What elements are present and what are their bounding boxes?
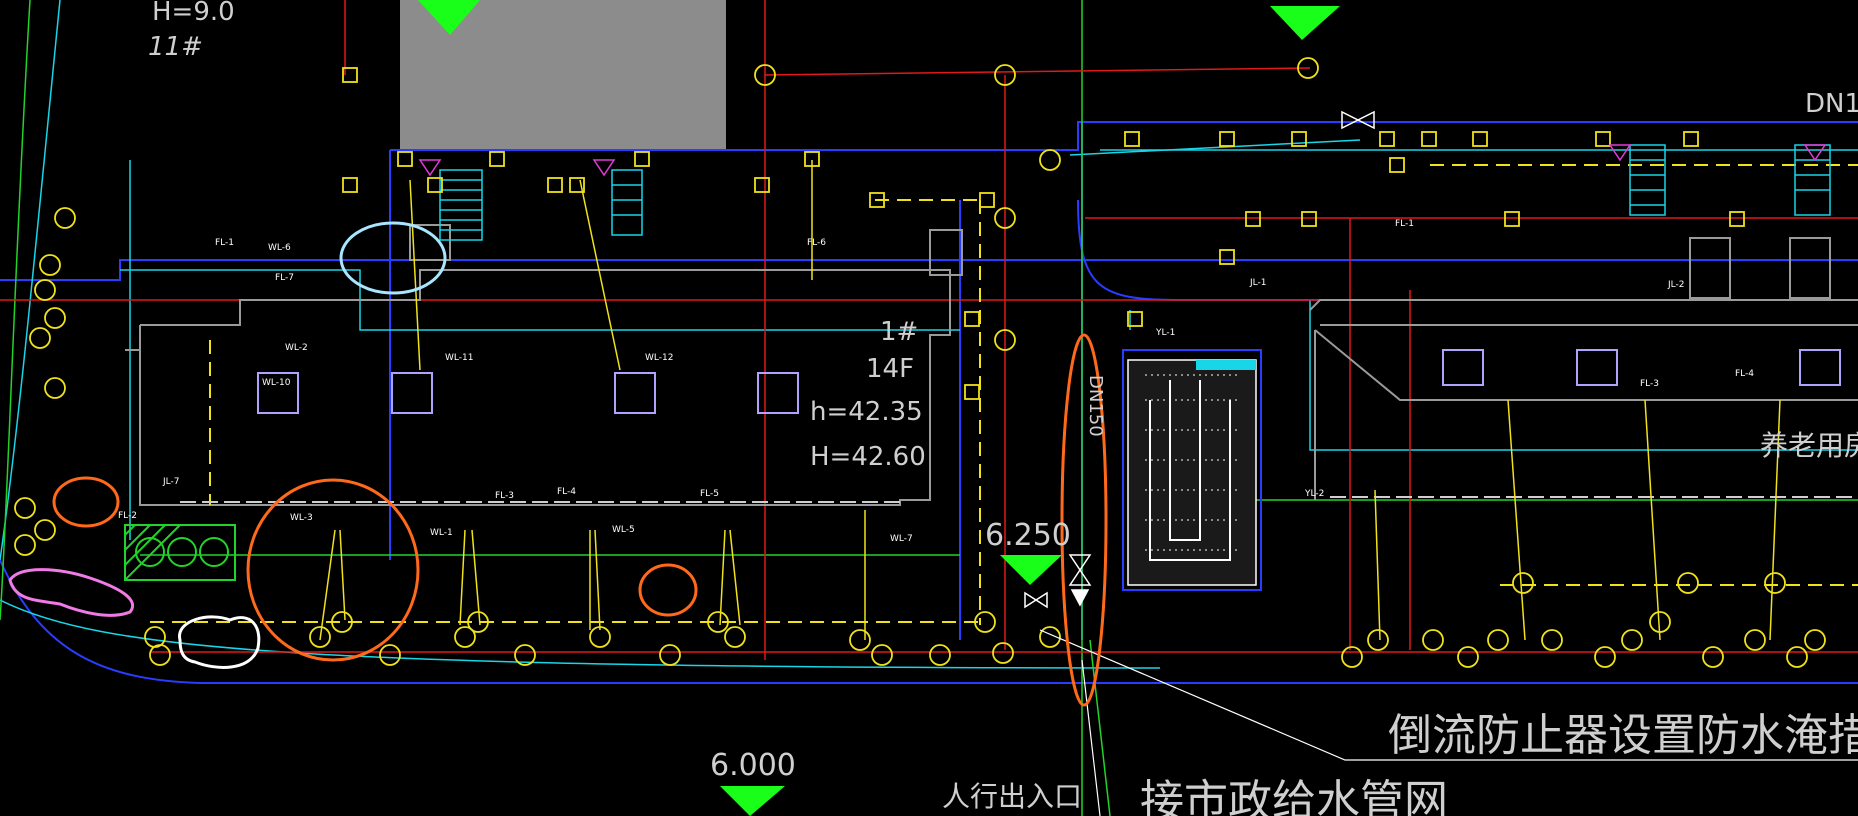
tag-fl1: FL-1	[215, 238, 234, 248]
tag-fl2: FL-2	[118, 511, 137, 521]
tag-fl7: FL-7	[275, 273, 294, 283]
tag-jl7: JL-7	[162, 477, 179, 487]
stair-wells	[439, 144, 1831, 241]
label-bldg-11: 11#	[148, 32, 203, 62]
label-backflow-note: 倒流防止器设置防水淹措施	[1388, 710, 1858, 761]
label-municipal-note: 接市政给水管网	[1140, 776, 1448, 816]
white-markup-cloud	[178, 615, 261, 669]
label-dn150: DN150	[1085, 375, 1106, 437]
riser-tags	[342, 67, 1745, 400]
valve-symbols[interactable]	[1024, 110, 1375, 609]
tag-wl1: WL-1	[430, 528, 453, 538]
note-leader-line	[1039, 629, 1858, 816]
label-h-big: H=42.60	[810, 442, 926, 472]
tag-fl1-east: FL-1	[1395, 219, 1414, 229]
tag-wl11: WL-11	[445, 353, 473, 363]
label-pedestrian-entry: 人行出入口	[942, 780, 1082, 813]
tag-wl3: WL-3	[290, 513, 313, 523]
tag-jl1: JL-1	[1249, 278, 1266, 288]
pipe-tag-labels: FL-1 WL-6 FL-7 WL-2 WL-10 WL-11 WL-12 FL…	[118, 219, 1754, 544]
orange-markup-circle-3	[638, 563, 698, 617]
tag-fl6: FL-6	[807, 238, 826, 248]
label-elev-6000: 6.000	[710, 748, 796, 783]
gray-dashed-lines	[180, 496, 1858, 503]
septic-tank	[124, 524, 236, 581]
tag-yl2: YL-2	[1304, 489, 1324, 499]
elevation-arrows	[418, 0, 1340, 816]
label-elderly-room: 养老用房	[1760, 429, 1858, 462]
tag-wl6: WL-6	[268, 243, 291, 253]
tag-wl12: WL-12	[645, 353, 673, 363]
inspection-wells	[14, 57, 1826, 668]
orange-markup-circle-2	[246, 478, 420, 662]
label-bldg-1: 1#	[880, 317, 918, 347]
review-markups	[8, 221, 1108, 707]
plumbing-fixture-boxes	[257, 349, 1841, 414]
light-blue-markup-circle	[339, 221, 447, 295]
dotted-tank-block	[1122, 349, 1262, 591]
tag-fl4: FL-4	[557, 487, 576, 497]
tag-fl4-east: FL-4	[1735, 369, 1754, 379]
orange-markup-dn150	[1060, 333, 1108, 707]
tag-wl5: WL-5	[612, 525, 635, 535]
tag-jl2: JL-2	[1667, 280, 1684, 290]
riser-pipes	[319, 160, 1781, 641]
tag-yl1: YL-1	[1155, 328, 1175, 338]
drawing-labels: H=9.0 11# DN15 1# 14F h=42.35 H=42.60 6.…	[148, 0, 1858, 816]
tag-wl10: WL-10	[262, 378, 291, 388]
label-elev-6250: 6.250	[985, 518, 1071, 553]
tag-fl5: FL-5	[700, 489, 719, 499]
building-walls	[125, 224, 1858, 506]
pink-markup-cloud	[8, 568, 134, 617]
orange-markup-circle-1	[52, 476, 120, 528]
label-floors: 14F	[866, 354, 914, 384]
tag-fl3-east: FL-3	[1640, 379, 1659, 389]
vent-symbols	[418, 144, 1827, 177]
label-elev-top: H=9.0	[152, 0, 235, 27]
tag-wl7: WL-7	[890, 534, 913, 544]
label-dn-top: DN15	[1805, 89, 1858, 119]
tag-wl2: WL-2	[285, 343, 308, 353]
tag-fl3: FL-3	[495, 491, 514, 501]
label-h-small: h=42.35	[810, 397, 923, 427]
